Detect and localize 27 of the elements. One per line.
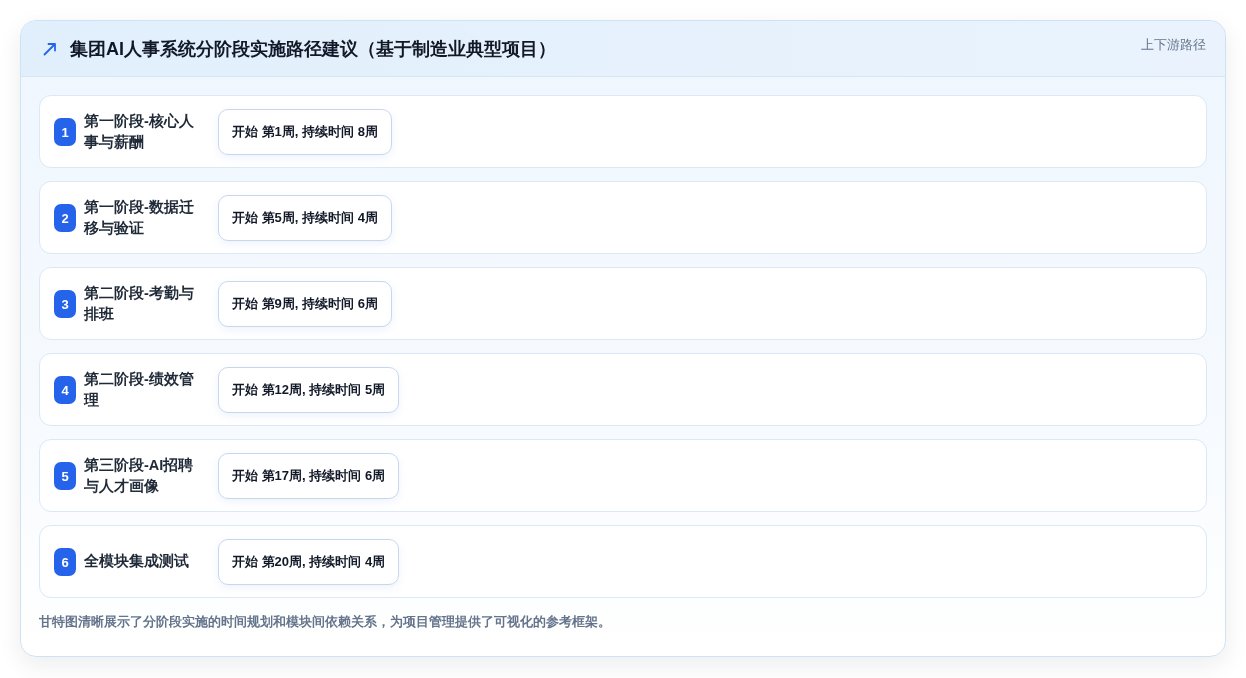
duration-pill: 开始 第1周, 持续时间 8周: [218, 109, 392, 155]
number-badge: 6: [54, 548, 76, 576]
phase-row: [39, 181, 1207, 254]
phase-name: 全模块集成测试: [84, 552, 190, 571]
number-badge: 3: [54, 290, 76, 318]
phase-name: 第一阶段-数据迁移与验证: [84, 198, 195, 238]
caption: 甘特图清晰展示了分阶段实施的时间规划和模块间依赖关系，为项目管理提供了可视化的参考框架。: [39, 614, 611, 631]
duration-pill: 开始 第20周, 持续时间 4周: [218, 539, 400, 585]
duration-pill: 开始 第12周, 持续时间 5周: [218, 367, 400, 413]
phase-name: 第一阶段-核心人事与薪酬: [84, 112, 195, 152]
phase-row: [39, 95, 1207, 168]
duration-pill: 开始 第17周, 持续时间 6周: [218, 453, 400, 499]
duration-pill: 开始 第9周, 持续时间 6周: [218, 281, 392, 327]
number-badge: 2: [54, 204, 76, 232]
number-badge: 5: [54, 462, 76, 490]
header-note: 上下游路径: [1141, 37, 1206, 54]
number-badge: 1: [54, 118, 76, 146]
phase-row: [39, 439, 1207, 512]
phase-row: [39, 353, 1207, 426]
phase-name: 第二阶段-考勤与排班: [84, 284, 195, 324]
number-badge: 4: [54, 376, 76, 404]
phase-row: [39, 267, 1207, 340]
title: 集团AI人事系统分阶段实施路径建议（基于制造业典型项目）: [70, 38, 556, 61]
phase-row: [39, 525, 1207, 598]
phase-name: 第二阶段-绩效管理: [84, 370, 195, 410]
duration-pill: 开始 第5周, 持续时间 4周: [218, 195, 392, 241]
phase-name: 第三阶段-AI招聘与人才画像: [84, 456, 195, 496]
